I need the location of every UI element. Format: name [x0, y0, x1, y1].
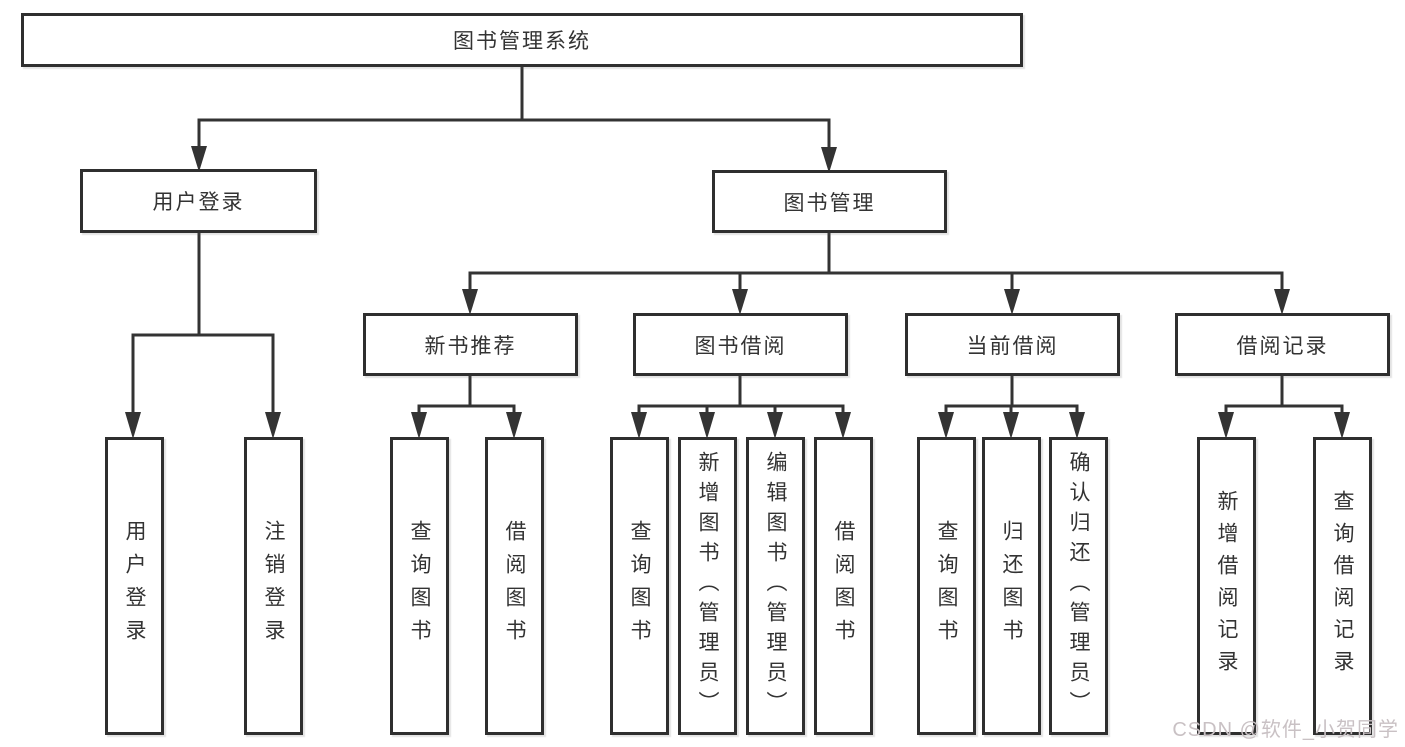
node-label: 确认归还（管理员）	[1067, 451, 1090, 721]
node-label: 编辑图书（管理员）	[764, 451, 787, 721]
node-user-login: 用户登录	[80, 169, 317, 233]
arrow-icon	[938, 412, 954, 439]
node-new-book-recommend: 新书推荐	[363, 313, 578, 376]
leaf-confirm-return-admin: 确认归还（管理员）	[1049, 437, 1108, 735]
arrow-icon	[767, 412, 783, 439]
leaf-query-borrow-record: 查询借阅记录	[1313, 437, 1372, 735]
connector-new-book-recommend	[417, 376, 516, 412]
leaf-user-login: 用户登录	[105, 437, 164, 735]
leaf-return-book: 归还图书	[982, 437, 1041, 735]
arrow-icon	[1069, 412, 1085, 439]
arrow-icon	[506, 412, 522, 439]
connector-current-borrow	[944, 376, 1079, 412]
node-label: 借阅记录	[1236, 334, 1329, 358]
connector-borrow-records	[1224, 376, 1344, 412]
leaf-query-book-2: 查询图书	[610, 437, 669, 735]
arrow-icon	[191, 146, 207, 172]
arrow-icon	[125, 412, 141, 439]
arrow-icon	[1004, 289, 1020, 315]
node-label: 查询图书	[408, 520, 431, 652]
node-label: 图书管理	[783, 191, 876, 215]
arrow-icon	[699, 412, 715, 439]
node-label: 新书推荐	[424, 334, 517, 358]
arrow-icon	[411, 412, 427, 439]
leaf-add-borrow-record: 新增借阅记录	[1197, 437, 1256, 735]
connector-root	[197, 67, 831, 147]
arrow-icon	[821, 147, 837, 173]
leaf-borrow-book-2: 借阅图书	[814, 437, 873, 735]
arrowheads	[125, 146, 1350, 439]
node-label: 新增图书（管理员）	[696, 451, 719, 721]
node-label: 当前借阅	[966, 334, 1059, 358]
leaf-query-book-1: 查询图书	[390, 437, 449, 735]
connector-book-management	[468, 233, 1284, 289]
arrow-icon	[1334, 412, 1350, 439]
node-label: 查询图书	[935, 520, 958, 652]
connector-user-login	[131, 233, 275, 412]
node-current-borrow: 当前借阅	[905, 313, 1120, 376]
node-label: 用户登录	[123, 520, 146, 652]
connector-book-borrow	[637, 376, 845, 412]
node-label: 归还图书	[1000, 520, 1023, 652]
node-label: 图书借阅	[694, 334, 787, 358]
node-book-management: 图书管理	[712, 170, 947, 233]
arrow-icon	[631, 412, 647, 439]
node-book-borrow: 图书借阅	[633, 313, 848, 376]
node-label: 新增借阅记录	[1215, 490, 1238, 682]
leaf-logout: 注销登录	[244, 437, 303, 735]
leaf-add-book-admin: 新增图书（管理员）	[678, 437, 737, 735]
arrow-icon	[1003, 412, 1019, 439]
arrow-icon	[732, 289, 748, 315]
node-label: 用户登录	[152, 191, 245, 214]
watermark: CSDN @软件_小贺同学	[1172, 719, 1399, 741]
node-root: 图书管理系统	[21, 13, 1023, 67]
node-label: 查询借阅记录	[1331, 490, 1354, 682]
node-label: 查询图书	[628, 520, 651, 652]
node-label: 借阅图书	[503, 520, 526, 652]
arrow-icon	[462, 289, 478, 315]
leaf-query-book-3: 查询图书	[917, 437, 976, 735]
leaf-edit-book-admin: 编辑图书（管理员）	[746, 437, 805, 735]
node-label: 注销登录	[262, 520, 285, 652]
node-label: 图书管理系统	[453, 30, 591, 53]
node-label: 借阅图书	[832, 520, 855, 652]
arrow-icon	[265, 412, 281, 439]
arrow-icon	[1218, 412, 1234, 439]
arrow-icon	[835, 412, 851, 439]
arrow-icon	[1274, 289, 1290, 315]
leaf-borrow-book-1: 借阅图书	[485, 437, 544, 735]
node-borrow-records: 借阅记录	[1175, 313, 1390, 376]
